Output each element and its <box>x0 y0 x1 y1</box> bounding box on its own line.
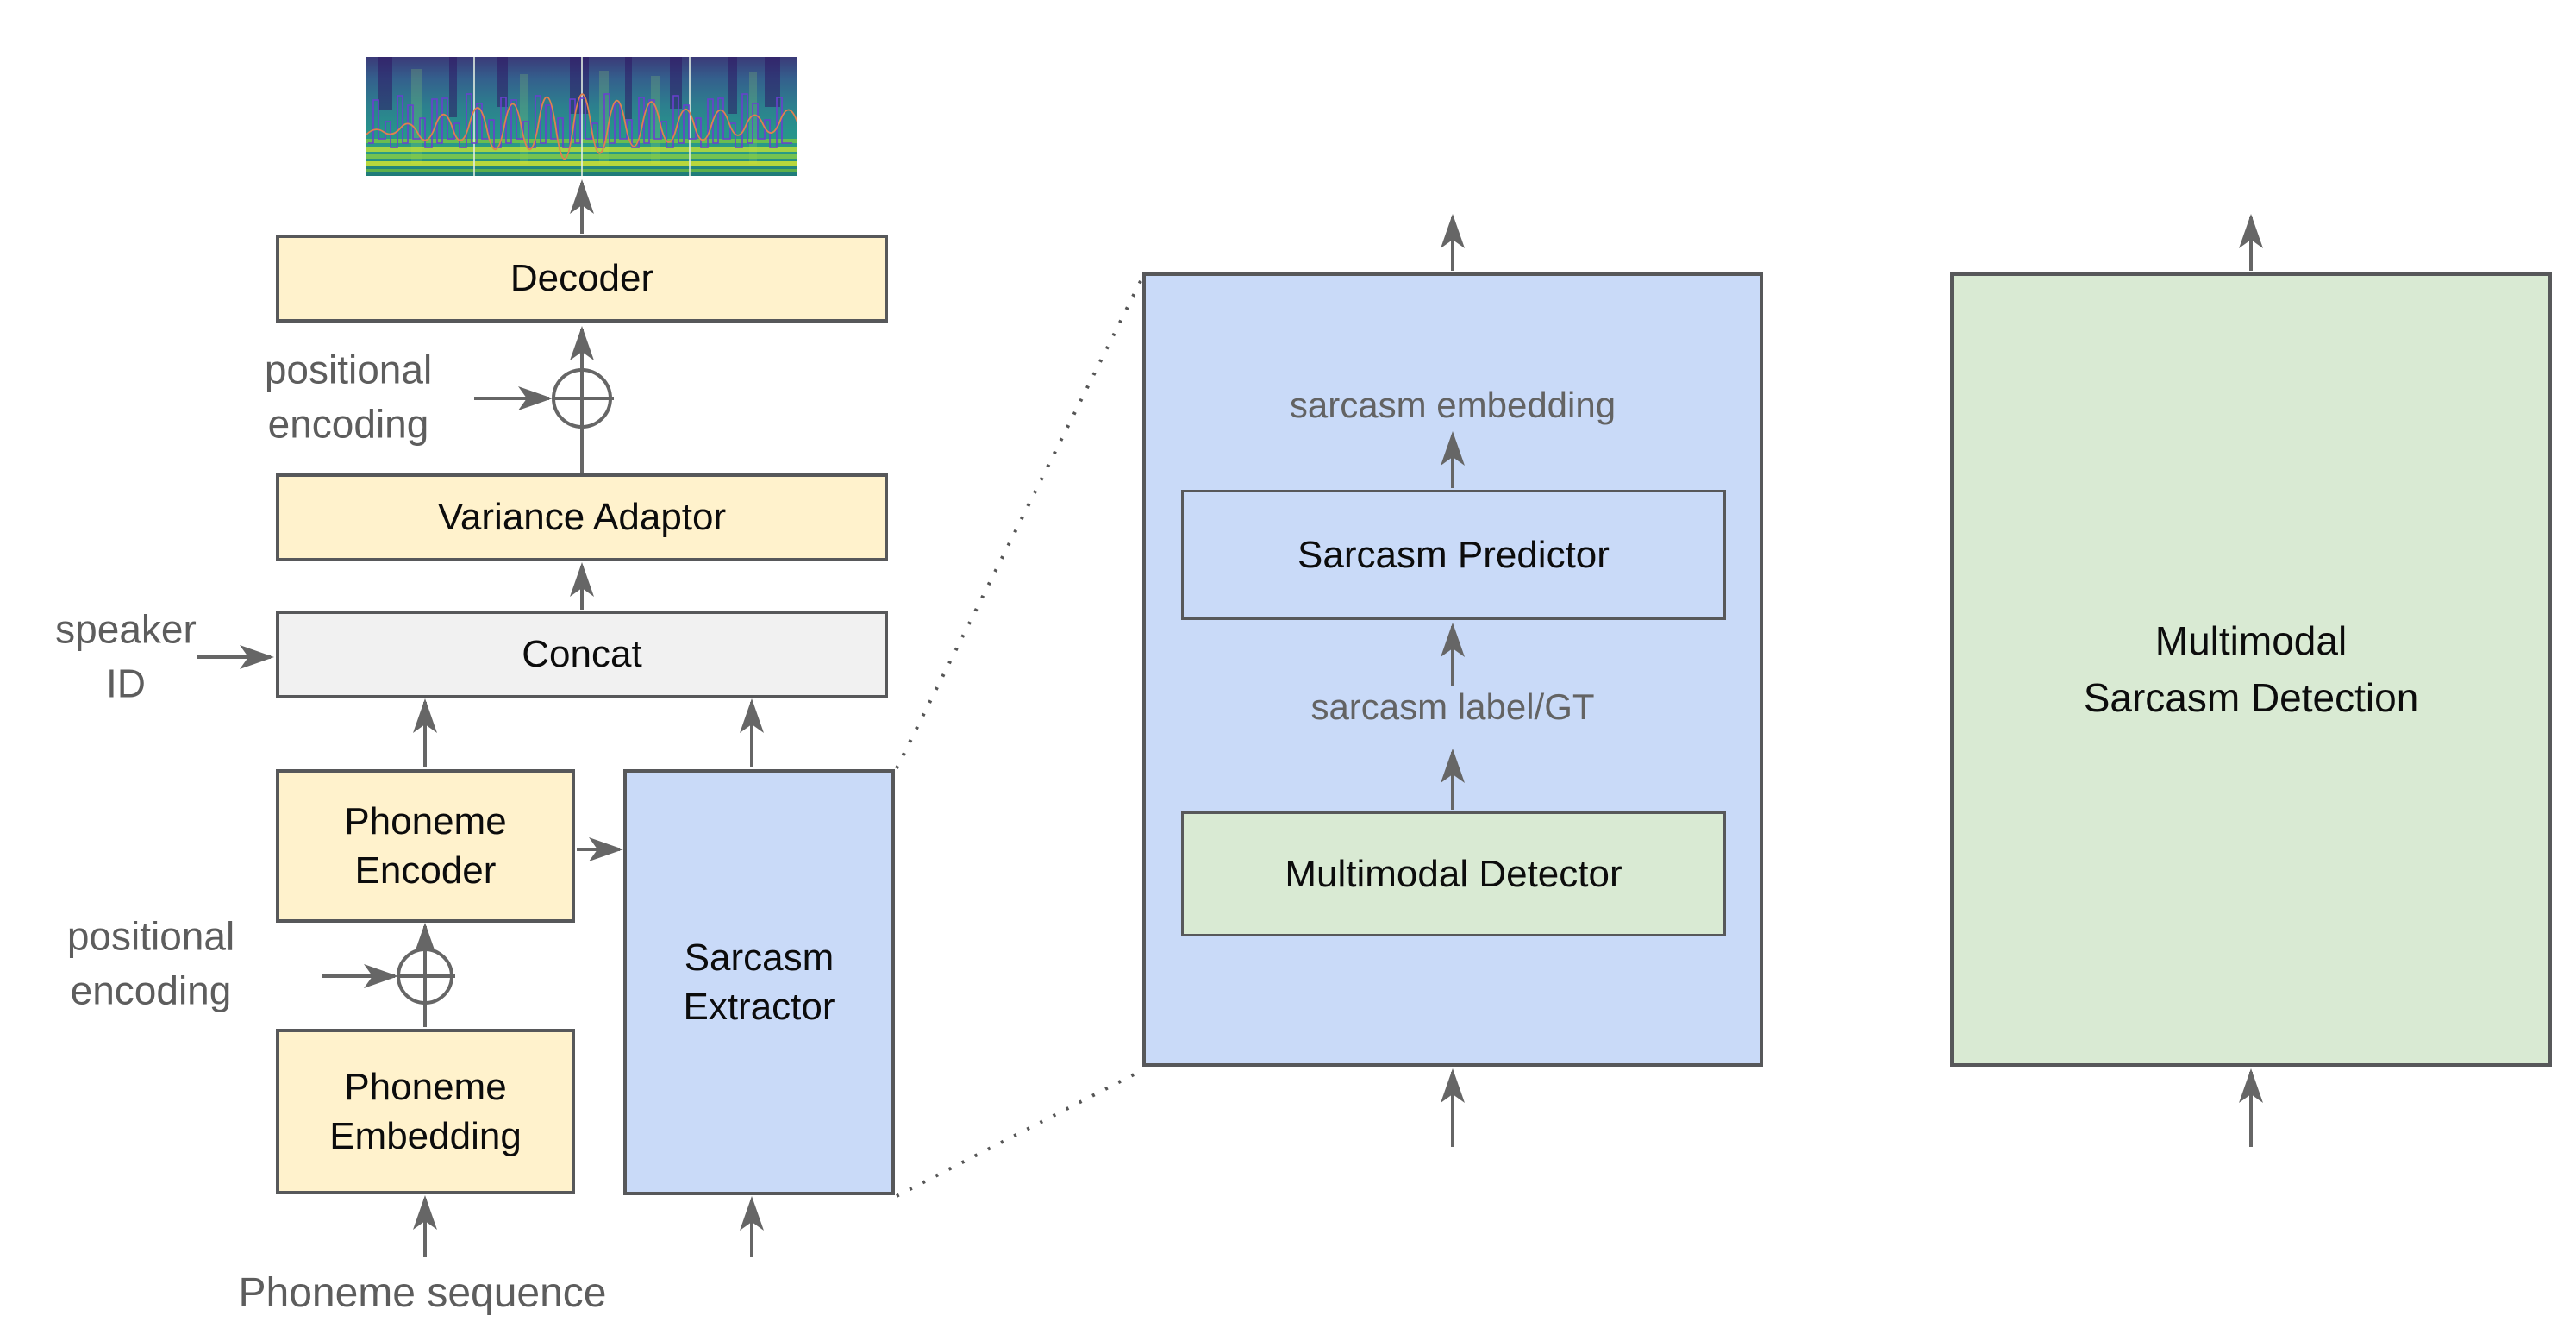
mel-spectrogram-image <box>366 57 797 176</box>
sarcasm-extractor-box: Sarcasm Extractor <box>623 769 895 1195</box>
variance-adaptor-label: Variance Adaptor <box>437 496 727 539</box>
multimodal-detector-box: Multimodal Detector <box>1181 811 1726 936</box>
sarcasm-label-gt-label: sarcasm label/GT <box>1310 686 1595 728</box>
sarcasm-extractor-label-line1: Sarcasm <box>684 936 835 979</box>
decoder-box: Decoder <box>276 235 888 323</box>
msd-title-line2: Sarcasm Detection <box>2083 674 2419 720</box>
phoneme-encoder-label-line1: Phoneme <box>344 799 507 843</box>
plus-circle-icon-bottom <box>397 948 455 1005</box>
phoneme-sequence-label: Phoneme sequence <box>238 1269 607 1316</box>
phoneme-encoder-label-line2: Encoder <box>354 849 497 892</box>
positional-encoding-bottom-label: positional encoding <box>66 913 235 1013</box>
energy-contour-line <box>366 93 797 160</box>
pitch-contour-line <box>368 93 792 148</box>
phoneme-embedding-label-line1: Phoneme <box>344 1065 507 1108</box>
sarcasm-predictor-box: Sarcasm Predictor <box>1181 490 1726 620</box>
phoneme-embedding-box: Phoneme Embedding <box>276 1029 575 1194</box>
phoneme-encoder-box: Phoneme Encoder <box>276 769 575 923</box>
plus-circle-icon-top <box>552 368 614 429</box>
zoom-link-bottom-dotted-line <box>896 1068 1145 1198</box>
positional-encoding-top-label: positional encoding <box>264 347 433 447</box>
multimodal-sarcasm-detection-box: Multimodal Sarcasm Detection <box>1950 272 2552 1067</box>
multimodal-detector-label: Multimodal Detector <box>1285 852 1623 895</box>
sarcasm-embedding-label: sarcasm embedding <box>1289 385 1616 426</box>
msd-title-line1: Multimodal <box>2154 618 2348 664</box>
spectrogram-segment-dividers <box>473 57 691 176</box>
sarcasm-extractor-label-line2: Extractor <box>683 986 835 1028</box>
concat-box: Concat <box>276 611 888 698</box>
concat-label: Concat <box>522 633 642 676</box>
spectrogram-dark-bands <box>378 57 780 119</box>
speaker-id-label: speaker ID <box>55 606 197 706</box>
variance-adaptor-box: Variance Adaptor <box>276 473 888 561</box>
phoneme-embedding-label-line2: Embedding <box>329 1115 522 1157</box>
sarcasm-predictor-label: Sarcasm Predictor <box>1297 533 1610 576</box>
decoder-label: Decoder <box>510 257 654 300</box>
zoom-link-top-dotted-line <box>895 273 1146 769</box>
